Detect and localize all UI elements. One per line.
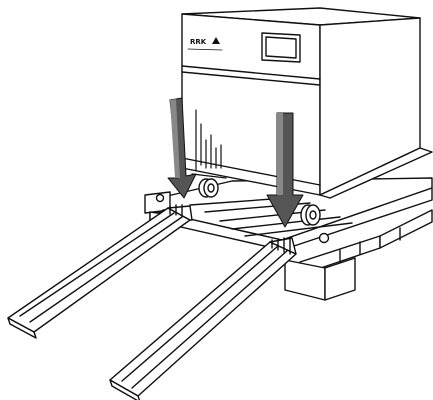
control-panel-display <box>261 32 301 63</box>
ramp-left <box>7 204 193 339</box>
brand-logo-text: RRK <box>190 38 207 46</box>
pallet <box>144 177 433 301</box>
down-arrow-icon <box>167 97 197 199</box>
bar-graph-decoration <box>191 109 227 179</box>
warning-triangle-icon <box>212 37 220 44</box>
caster-wheel-right <box>300 204 321 226</box>
brand-logo: RRK <box>187 37 223 51</box>
down-arrow-icon <box>266 112 304 228</box>
ramp-right <box>109 237 297 400</box>
ups-cabinet: RRK <box>181 7 433 226</box>
caster-wheel-left <box>198 178 219 198</box>
